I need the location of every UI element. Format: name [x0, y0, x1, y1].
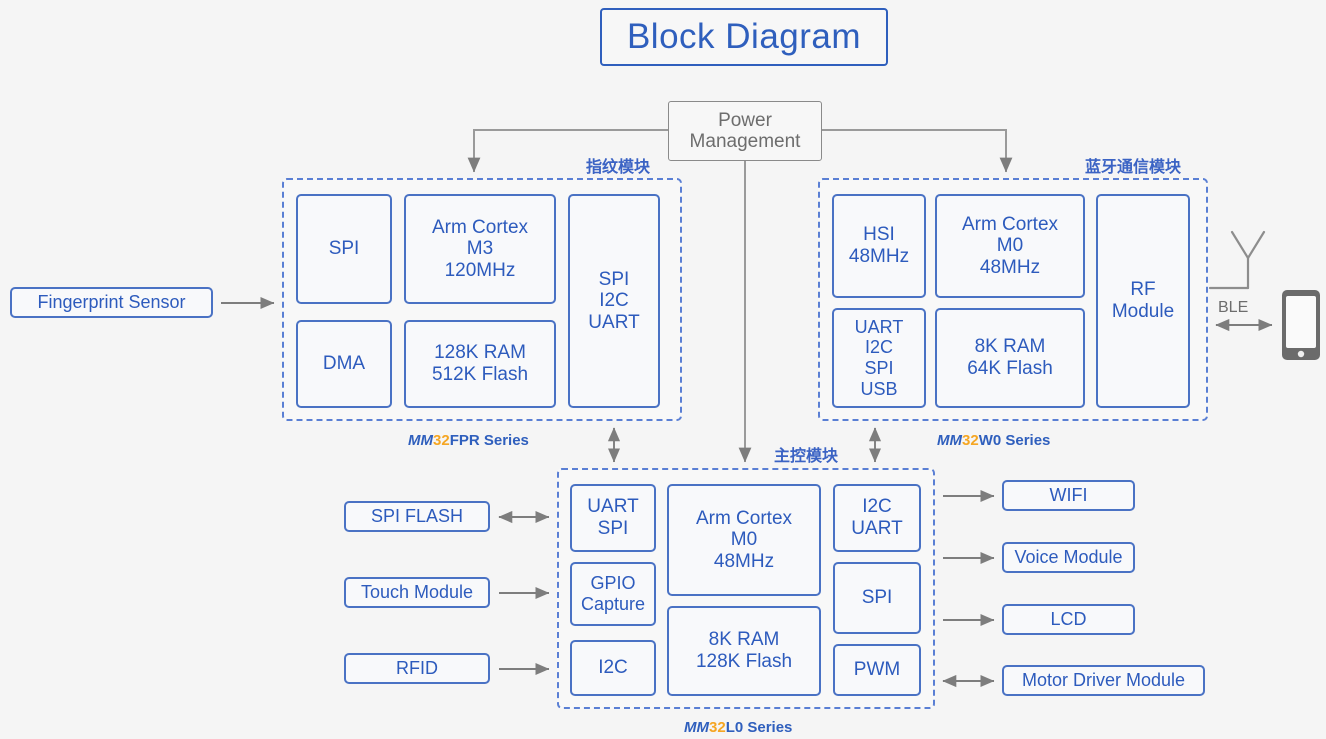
peripheral-voice-module: Voice Module: [1002, 542, 1135, 573]
l0-block-gpio-capture: GPIO Capture: [570, 562, 656, 626]
block-line: M3: [466, 238, 494, 260]
series-number: 32: [962, 432, 979, 449]
ble-link-label: BLE: [1218, 299, 1249, 316]
peripheral-motor-driver-module: Motor Driver Module: [1002, 665, 1205, 696]
peripheral-label: Touch Module: [360, 582, 474, 602]
fpr-block-interfaces: SPI I2C UART: [568, 194, 660, 408]
series-suffix: L0 Series: [725, 719, 793, 736]
block-line: UART: [588, 311, 640, 333]
fpr-block-memory: 128K RAM 512K Flash: [404, 320, 556, 408]
l0-block-i2c: I2C: [570, 640, 656, 696]
series-suffix: FPR Series: [449, 432, 529, 449]
module-bluetooth-caption: 蓝牙通信模块: [1085, 157, 1182, 176]
block-line: I2C: [864, 337, 893, 358]
page-title-text: Block Diagram: [626, 17, 862, 56]
series-number: 32: [709, 719, 726, 736]
block-line: 512K Flash: [431, 364, 529, 385]
w0-block-hsi: HSI 48MHz: [832, 194, 926, 298]
block-line: 128K Flash: [695, 651, 793, 672]
peripheral-label: Motor Driver Module: [1021, 670, 1186, 690]
peripheral-spi-flash: SPI FLASH: [344, 501, 490, 532]
block-line: Arm Cortex: [431, 216, 529, 238]
block-line: PWM: [853, 659, 901, 681]
peripheral-label: WIFI: [1049, 485, 1088, 505]
w0-block-memory: 8K RAM 64K Flash: [935, 308, 1085, 408]
peripheral-label: Fingerprint Sensor: [37, 292, 186, 312]
antenna-icon: [1208, 230, 1266, 290]
fpr-block-spi: SPI: [296, 194, 392, 304]
block-line: Arm Cortex: [695, 507, 793, 529]
peripheral-label: Voice Module: [1014, 547, 1123, 567]
w0-block-core: Arm Cortex M0 48MHz: [935, 194, 1085, 298]
block-line: SPI: [328, 238, 360, 260]
block-line: M0: [996, 235, 1024, 257]
block-line: SPI: [597, 518, 629, 539]
block-line: M0: [730, 529, 758, 551]
power-management-line-2: Management: [689, 131, 801, 152]
module-bluetooth-series-label: MM32W0 Series: [937, 432, 1050, 449]
block-line: DMA: [322, 353, 366, 375]
power-management-block: Power Management: [668, 101, 822, 161]
peripheral-wifi: WIFI: [1002, 480, 1135, 511]
block-line: SPI: [861, 587, 893, 609]
l0-block-memory: 8K RAM 128K Flash: [667, 606, 821, 696]
peripheral-label: RFID: [396, 658, 438, 678]
block-line: I2C: [598, 657, 628, 679]
block-line: Capture: [580, 594, 646, 614]
peripheral-rfid: RFID: [344, 653, 490, 684]
power-management-line-1: Power: [718, 109, 772, 131]
l0-block-spi: SPI: [833, 562, 921, 634]
l0-block-i2c-uart: I2C UART: [833, 484, 921, 552]
module-fingerprint-series-label: MM32FPR Series: [408, 432, 529, 449]
block-line: HSI: [863, 224, 895, 246]
peripheral-touch-module: Touch Module: [344, 577, 490, 608]
block-line: 64K Flash: [967, 358, 1053, 379]
block-line: UART: [587, 496, 639, 518]
module-main-control-caption: 主控模块: [774, 446, 839, 465]
block-line: 120MHz: [444, 259, 516, 281]
block-line: 48MHz: [979, 256, 1041, 278]
block-line: 48MHz: [713, 550, 775, 572]
block-line: 8K RAM: [974, 336, 1046, 358]
l0-block-uart-spi: UART SPI: [570, 484, 656, 552]
series-prefix: MM: [684, 719, 709, 736]
series-prefix: MM: [408, 432, 433, 449]
block-line: USB: [860, 378, 898, 399]
module-fingerprint-caption: 指纹模块: [586, 157, 651, 176]
block-line: 128K RAM: [434, 342, 526, 364]
peripheral-label: LCD: [1050, 609, 1087, 629]
block-line: Module: [1111, 301, 1175, 322]
w0-block-interfaces: UART I2C SPI USB: [832, 308, 926, 408]
block-line: 8K RAM: [708, 629, 780, 651]
block-line: 48MHz: [848, 246, 910, 267]
series-prefix: MM: [937, 432, 962, 449]
fpr-block-core: Arm Cortex M3 120MHz: [404, 194, 556, 304]
block-line: I2C: [862, 496, 892, 518]
l0-block-pwm: PWM: [833, 644, 921, 696]
page-title: Block Diagram: [600, 8, 888, 66]
fpr-block-dma: DMA: [296, 320, 392, 408]
smartphone-icon: [1282, 290, 1320, 360]
w0-block-rf-module: RF Module: [1096, 194, 1190, 408]
block-line: RF: [1130, 279, 1156, 301]
peripheral-label: SPI FLASH: [370, 506, 464, 526]
block-line: UART: [851, 518, 903, 539]
module-main-control-series-label: MM32L0 Series: [684, 719, 792, 736]
peripheral-lcd: LCD: [1002, 604, 1135, 635]
series-number: 32: [433, 432, 450, 449]
block-line: Arm Cortex: [961, 213, 1059, 235]
series-suffix: W0 Series: [978, 432, 1051, 449]
peripheral-fingerprint-sensor: Fingerprint Sensor: [10, 287, 213, 318]
block-line: I2C: [599, 290, 629, 312]
block-line: SPI: [598, 268, 630, 290]
block-line: UART: [854, 316, 904, 337]
block-line: SPI: [864, 358, 894, 378]
block-line: GPIO: [590, 573, 636, 594]
l0-block-core: Arm Cortex M0 48MHz: [667, 484, 821, 596]
